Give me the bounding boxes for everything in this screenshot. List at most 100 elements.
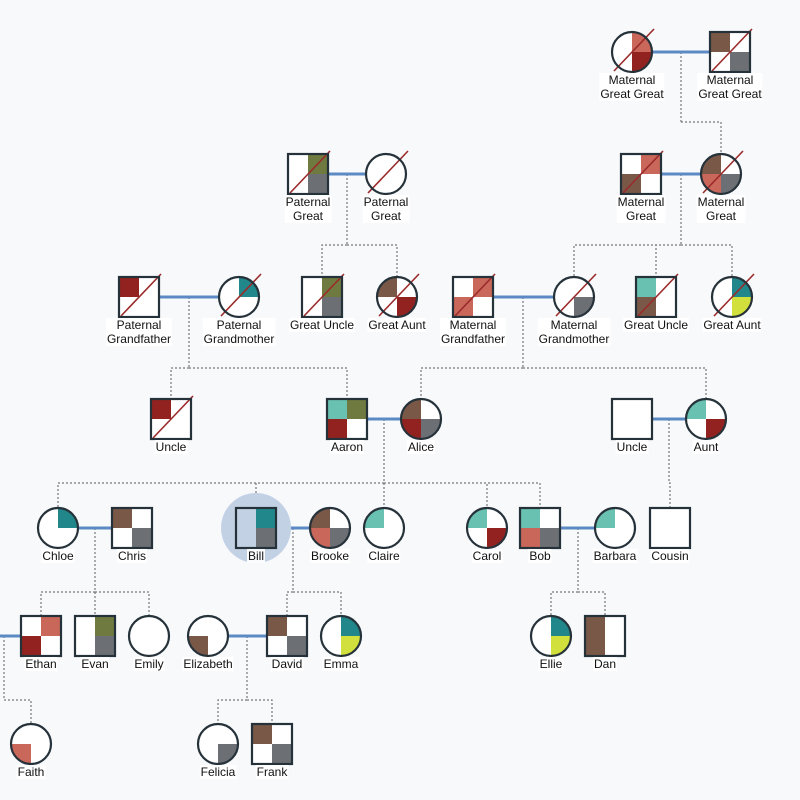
person-node-ga2[interactable] (710, 273, 755, 319)
person-node-bob[interactable] (518, 506, 562, 550)
trait-quadrant (612, 399, 632, 419)
trait-quadrant (272, 744, 292, 764)
person-node-dan[interactable] (583, 614, 627, 658)
person-node-ethan[interactable] (19, 614, 63, 658)
person-label-ellie: Ellie (538, 657, 564, 671)
person-node-mgg1[interactable] (610, 28, 655, 74)
deceased-slash (702, 150, 744, 194)
person-node-mgf[interactable] (451, 273, 496, 319)
person-node-brooke[interactable] (308, 506, 352, 550)
trait-quadrant (612, 419, 632, 439)
male-symbol (117, 275, 161, 319)
person-node-bill[interactable] (221, 493, 291, 563)
person-label-evan: Evan (80, 657, 110, 671)
trait-quadrant (656, 297, 676, 317)
person-node-uncle1[interactable] (149, 395, 194, 441)
person-node-pg1[interactable] (286, 150, 331, 196)
child-connector (420, 297, 707, 399)
female-symbol (217, 275, 261, 319)
person-node-carol[interactable] (465, 506, 509, 550)
person-node-mg2[interactable] (699, 150, 744, 196)
person-node-chloe[interactable] (36, 506, 80, 550)
person-node-mgg2[interactable] (708, 28, 753, 74)
person-node-claire[interactable] (362, 506, 406, 550)
person-node-david[interactable] (265, 614, 309, 658)
person-node-aunt[interactable] (684, 397, 728, 441)
trait-quadrant (267, 616, 287, 636)
trait-quadrant (267, 636, 287, 656)
person-label-barbara: Barbara (592, 549, 638, 563)
person-node-gu2[interactable] (634, 273, 679, 319)
person-label-faith: Faith (16, 765, 46, 779)
trait-quadrant (585, 616, 605, 636)
deceased-slash (378, 273, 420, 317)
person-label-chris: Chris (116, 549, 148, 563)
person-label-bob: Bob (528, 549, 552, 563)
person-node-mgm[interactable] (552, 273, 597, 319)
person-node-gu1[interactable] (300, 273, 345, 319)
male-symbol (234, 506, 278, 550)
person-node-felicia[interactable] (196, 722, 240, 766)
person-node-pgf[interactable] (117, 273, 162, 319)
deceased-slash (303, 273, 345, 317)
person-node-faith[interactable] (9, 722, 53, 766)
male-symbol (648, 506, 692, 550)
person-label-frank: Frank (255, 765, 289, 779)
female-symbol (529, 614, 573, 658)
child-connector (217, 636, 273, 724)
person-node-evan[interactable] (73, 614, 117, 658)
female-symbol (186, 614, 230, 658)
person-label-uncle1: Uncle (154, 440, 188, 454)
person-node-cousin[interactable] (648, 506, 692, 550)
male-symbol (708, 30, 752, 74)
deceased-slash (555, 273, 597, 317)
person-node-frank[interactable] (250, 722, 294, 766)
trait-quadrant (75, 616, 95, 636)
trait-quadrant (327, 419, 347, 439)
child-connector (321, 174, 398, 277)
trait-quadrant (730, 52, 750, 72)
female-symbol (710, 275, 754, 319)
trait-quadrant (540, 508, 560, 528)
person-label-ga1: Great Aunt (367, 318, 427, 332)
male-symbol (250, 722, 294, 766)
person-node-ga1[interactable] (375, 273, 420, 319)
trait-quadrant (41, 616, 61, 636)
male-symbol (286, 152, 330, 196)
female-symbol (552, 275, 596, 319)
female-symbol (610, 30, 654, 74)
person-label-emma: Emma (322, 657, 360, 671)
person-node-uncle2[interactable] (610, 397, 654, 441)
person-node-mg1[interactable] (619, 150, 664, 196)
person-node-alice[interactable] (399, 397, 443, 441)
deceased-slash (622, 150, 664, 194)
person-node-chris[interactable] (110, 506, 154, 550)
trait-quadrant (670, 508, 690, 528)
person-node-aaron[interactable] (325, 397, 369, 441)
person-node-pgm[interactable] (217, 273, 262, 319)
trait-quadrant (585, 636, 605, 656)
person-label-felicia: Felicia (199, 765, 237, 779)
person-node-pg2[interactable] (364, 150, 409, 196)
child-connector (3, 636, 32, 724)
person-label-emily: Emily (133, 657, 165, 671)
female-symbol (375, 275, 419, 319)
trait-quadrant (308, 174, 328, 194)
person-label-aunt: Aunt (692, 440, 720, 454)
person-node-barbara[interactable] (593, 506, 637, 550)
male-symbol (73, 614, 117, 658)
person-label-david: David (270, 657, 304, 671)
trait-quadrant (272, 724, 292, 744)
person-node-emma[interactable] (319, 614, 363, 658)
trait-quadrant (112, 528, 132, 548)
person-label-chloe: Chloe (41, 549, 75, 563)
deceased-slash (289, 150, 331, 194)
trait-quadrant (605, 616, 625, 636)
person-node-emily[interactable] (127, 614, 171, 658)
person-node-ellie[interactable] (529, 614, 573, 658)
trait-quadrant (75, 636, 95, 656)
person-node-elizabeth[interactable] (186, 614, 230, 658)
